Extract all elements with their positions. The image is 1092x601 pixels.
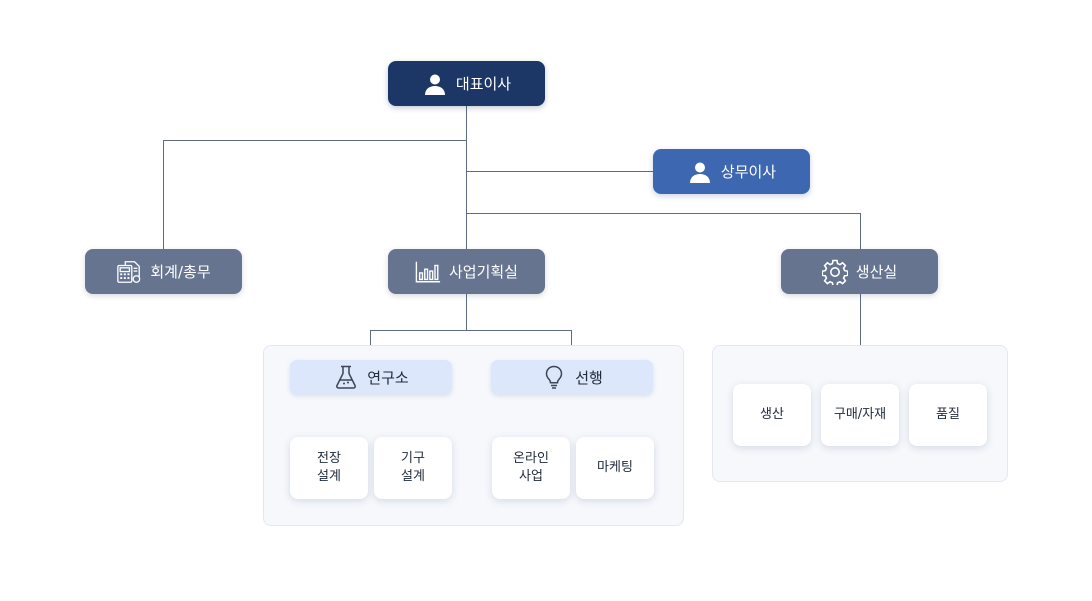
team-marketing[interactable]: 마케팅 <box>576 437 654 499</box>
executive-director-node[interactable]: 상무이사 <box>653 149 810 194</box>
business-planning-label: 사업기획실 <box>448 263 518 281</box>
team-purchasing-materials[interactable]: 구매/자재 <box>821 384 899 446</box>
team-label: 전장 설계 <box>317 451 341 484</box>
executive-director-label: 상무이사 <box>720 163 777 181</box>
production-office-node[interactable]: 생산실 <box>781 249 938 294</box>
research-lab-label: 연구소 <box>367 368 409 387</box>
gear-icon <box>821 259 848 285</box>
team-label: 구매/자재 <box>833 407 887 422</box>
person-icon <box>422 71 448 97</box>
team-label: 품질 <box>936 407 960 422</box>
ceo-node[interactable]: 대표이사 <box>388 61 545 106</box>
team-quality[interactable]: 품질 <box>909 384 987 446</box>
flask-icon <box>333 364 359 390</box>
calculator-icon <box>116 259 142 285</box>
production-office-label: 생산실 <box>855 263 898 281</box>
team-mechanical-design[interactable]: 기구 설계 <box>374 437 452 499</box>
lightbulb-icon <box>541 364 567 390</box>
person-icon <box>687 159 713 185</box>
team-label: 기구 설계 <box>401 451 425 484</box>
team-online-business[interactable]: 온라인 사업 <box>492 437 570 499</box>
team-label: 마케팅 <box>597 460 633 475</box>
accounting-general-affairs-node[interactable]: 회계/총무 <box>85 249 242 294</box>
ceo-label: 대표이사 <box>455 75 512 93</box>
advanced-development-node[interactable]: 선행 <box>491 360 653 394</box>
bar-chart-icon <box>415 259 441 285</box>
team-electrical-design[interactable]: 전장 설계 <box>290 437 368 499</box>
team-label: 온라인 사업 <box>513 451 549 484</box>
accounting-label: 회계/총무 <box>150 263 211 281</box>
team-production[interactable]: 생산 <box>733 384 811 446</box>
business-planning-node[interactable]: 사업기획실 <box>388 249 545 294</box>
research-lab-node[interactable]: 연구소 <box>290 360 452 394</box>
team-label: 생산 <box>760 407 784 422</box>
advanced-development-label: 선행 <box>575 368 603 387</box>
